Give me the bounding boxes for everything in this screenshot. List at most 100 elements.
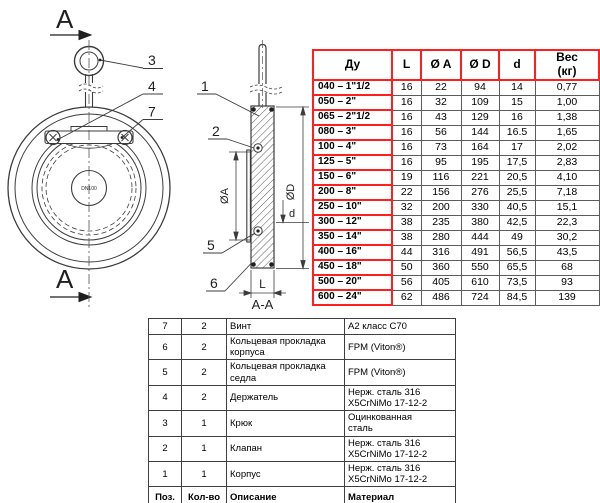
table-cell: 144 — [460, 124, 500, 141]
table-cell: 0,77 — [534, 79, 600, 96]
table-cell: 2 — [181, 318, 227, 335]
balloon4-dot — [56, 138, 60, 141]
table-cell: 405 — [420, 274, 462, 291]
table-cell: 2 — [181, 359, 227, 386]
table-cell: 235 — [420, 214, 462, 231]
table-cell: 50 — [391, 259, 422, 276]
table-cell: 73,5 — [498, 274, 536, 291]
table-cell: 065 – 2"1/2 — [312, 109, 393, 126]
table-cell: 050 – 2" — [312, 94, 393, 111]
balloon3-dot — [98, 58, 102, 62]
col-header-d: d — [498, 49, 536, 81]
table-cell: 15,1 — [534, 199, 600, 216]
table-cell: 20,5 — [498, 169, 536, 186]
oring-bottom-left — [251, 262, 256, 267]
balloon7-leader — [121, 119, 144, 138]
table-cell: 49 — [498, 229, 536, 246]
table-cell: 486 — [420, 289, 462, 306]
table-cell: Нерж. сталь 316 X5CrNiMo 17-12-2 — [344, 435, 456, 463]
table-cell: 22 — [420, 79, 462, 96]
disc-plate — [246, 149, 251, 243]
table-cell: 56 — [391, 274, 422, 291]
table-cell: 250 – 10" — [312, 199, 393, 216]
table-cell: 500 – 20" — [312, 274, 393, 291]
table-cell: 16 — [391, 79, 422, 96]
table-cell: 080 – 3" — [312, 124, 393, 141]
dim-d-big-arrow-bottom — [300, 260, 306, 271]
table-cell: 16 — [391, 94, 422, 111]
parts-col-pos: Поз. — [148, 486, 182, 503]
table-cell: 65,5 — [498, 259, 536, 276]
table-cell: Нерж. сталь 316 X5CrNiMo 17-12-2 — [344, 384, 456, 412]
table-cell: 40,5 — [498, 199, 536, 216]
dim-l-arrow-right — [272, 290, 282, 296]
table-cell: 6 — [148, 333, 182, 361]
table-cell: 19 — [391, 169, 422, 186]
dim-a-label: ØA — [219, 187, 231, 204]
table-cell: 95 — [420, 154, 462, 171]
table-cell: 400 – 16" — [312, 244, 393, 261]
dn-size-label: DN100 — [81, 186, 97, 192]
table-cell: 150 – 6" — [312, 169, 393, 186]
table-cell: FPM (Viton®) — [344, 359, 456, 386]
table-cell: 300 – 12" — [312, 214, 393, 231]
table-cell: 129 — [460, 109, 500, 126]
table-cell: 221 — [460, 169, 500, 186]
table-cell: 444 — [460, 229, 500, 246]
balloon6-label: 6 — [210, 275, 218, 291]
table-cell: 42,5 — [498, 214, 536, 231]
table-cell: 100 – 4" — [312, 139, 393, 156]
table-cell: 2 — [181, 333, 227, 361]
table-cell: 040 – 1"1/2 — [312, 79, 393, 96]
table-cell: 350 – 14" — [312, 229, 393, 246]
table-cell: 15 — [498, 94, 536, 111]
hinge-pin-bottom-dot — [256, 229, 260, 233]
table-cell: 32 — [420, 94, 462, 111]
table-cell: 3 — [148, 410, 182, 437]
table-cell: 360 — [420, 259, 462, 276]
table-cell: 195 — [460, 154, 500, 171]
table-cell: 22 — [391, 184, 422, 201]
table-cell: 44 — [391, 244, 422, 261]
dim-d-small-label: d — [289, 208, 295, 220]
table-cell: Корпус — [226, 461, 345, 488]
table-cell: 316 — [420, 244, 462, 261]
table-cell: 1,65 — [534, 124, 600, 141]
table-cell: Кольцевая прокладка седла — [226, 359, 345, 386]
table-cell: 491 — [460, 244, 500, 261]
table-cell: 280 — [420, 229, 462, 246]
table-cell: 2,02 — [534, 139, 600, 156]
table-cell: 16 — [498, 109, 536, 126]
table-cell: 139 — [534, 289, 600, 306]
balloon5-label: 5 — [207, 237, 215, 253]
table-cell: 610 — [460, 274, 500, 291]
table-cell: 724 — [460, 289, 500, 306]
table-cell: 25,5 — [498, 184, 536, 201]
dim-d-big-arrow-top — [300, 105, 306, 116]
table-cell: 1 — [148, 461, 182, 488]
table-cell: Держатель — [226, 384, 345, 412]
table-cell: 68 — [534, 259, 600, 276]
table-cell: FPM (Viton®) — [344, 333, 456, 361]
table-cell: 73 — [420, 139, 462, 156]
section-cut-marks: A A — [50, 4, 93, 303]
table-cell: 156 — [420, 184, 462, 201]
dim-l-label: L — [259, 277, 266, 291]
table-cell: 1 — [181, 410, 227, 437]
table-cell: 1 — [181, 435, 227, 463]
table-cell: Кольцевая прокладка корпуса — [226, 333, 345, 361]
